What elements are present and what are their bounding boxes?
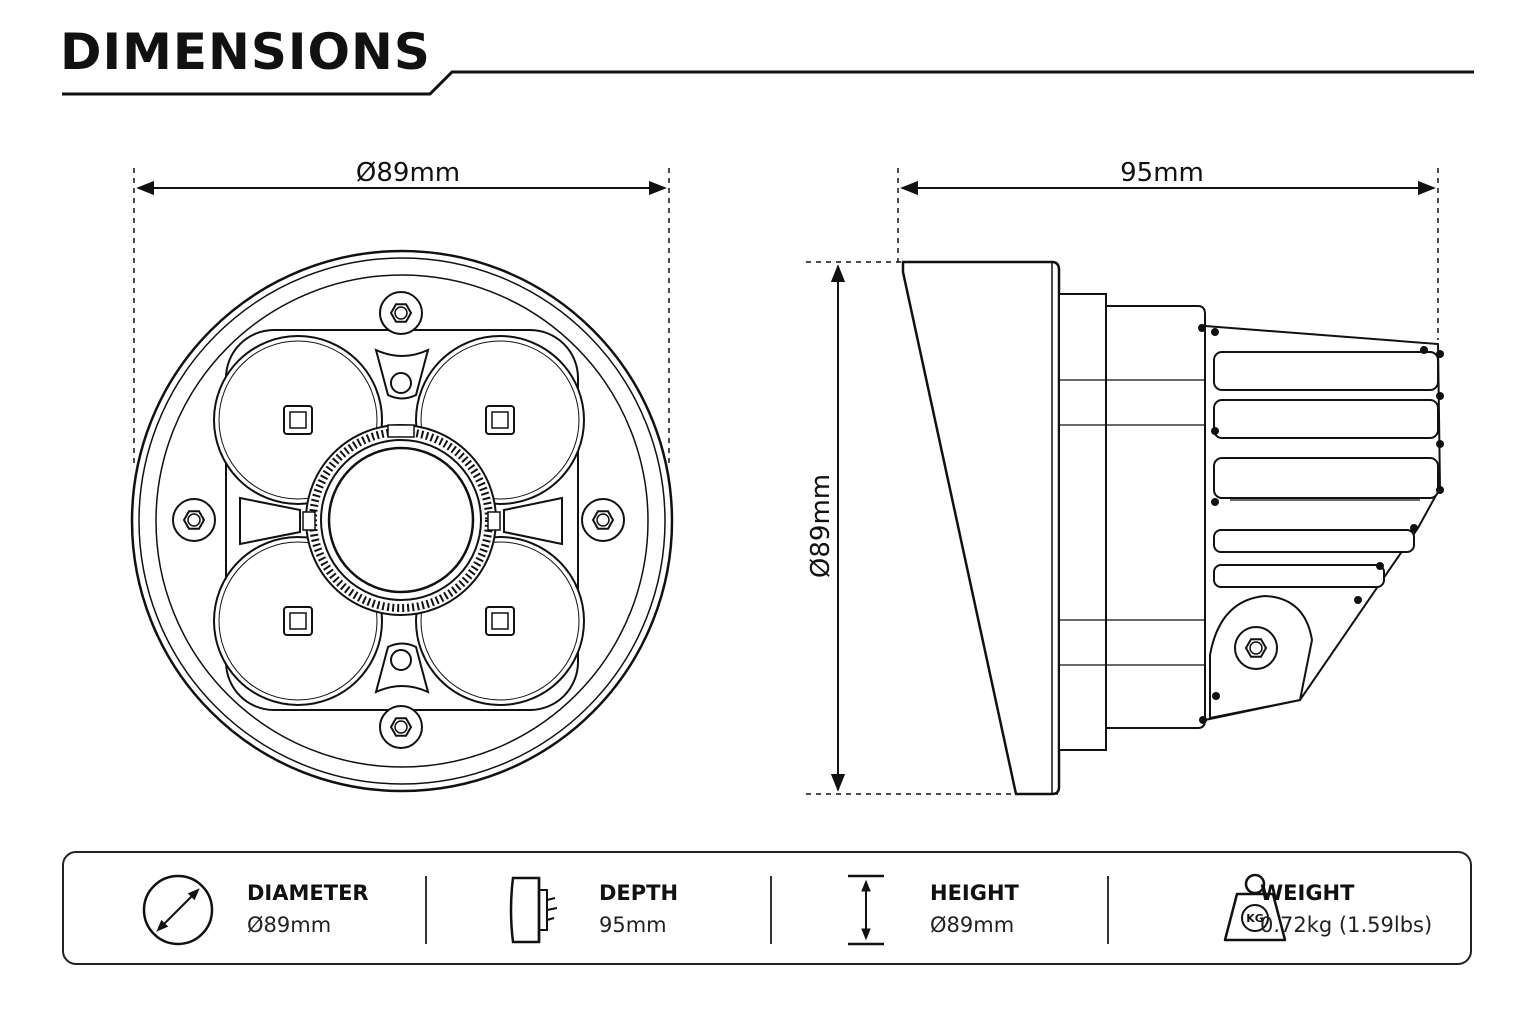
spec-weight: KG WEIGHT 0.72kg (1.59lbs): [1109, 853, 1470, 963]
spec-label: WEIGHT: [1260, 881, 1355, 905]
spec-label: HEIGHT: [930, 881, 1019, 905]
spec-label: DEPTH: [599, 881, 679, 905]
technical-drawing: Ø89mm: [130, 158, 1444, 796]
front-view: Ø89mm: [130, 158, 674, 793]
diameter-icon: [142, 874, 214, 946]
weight-icon: KG: [1223, 873, 1287, 942]
spec-panel: DIAMETER Ø89mm DEPTH 95mm HEIGHT Ø89mm: [62, 851, 1472, 965]
spec-divider: [1107, 876, 1109, 944]
front-width-label: Ø89mm: [356, 158, 460, 188]
spec-value: 0.72kg (1.59lbs): [1260, 913, 1433, 937]
depth-label: 95mm: [1120, 158, 1204, 188]
spec-divider: [425, 876, 427, 944]
height-icon: [848, 874, 884, 946]
spec-height: HEIGHT Ø89mm: [772, 853, 1108, 963]
header-rule: [62, 70, 1474, 96]
spec-value: 95mm: [599, 913, 667, 937]
spec-label: DIAMETER: [247, 881, 369, 905]
spec-divider: [770, 876, 772, 944]
height-label: Ø89mm: [806, 474, 836, 578]
spec-value: Ø89mm: [247, 913, 332, 937]
weight-icon-text: KG: [1246, 912, 1264, 925]
side-view: 95mm Ø89mm: [806, 158, 1444, 796]
spec-value: Ø89mm: [930, 913, 1015, 937]
spec-depth: DEPTH 95mm: [427, 853, 769, 963]
spec-diameter: DIAMETER Ø89mm: [64, 853, 424, 963]
page-title: DIMENSIONS: [60, 23, 431, 81]
depth-icon: [509, 876, 558, 944]
